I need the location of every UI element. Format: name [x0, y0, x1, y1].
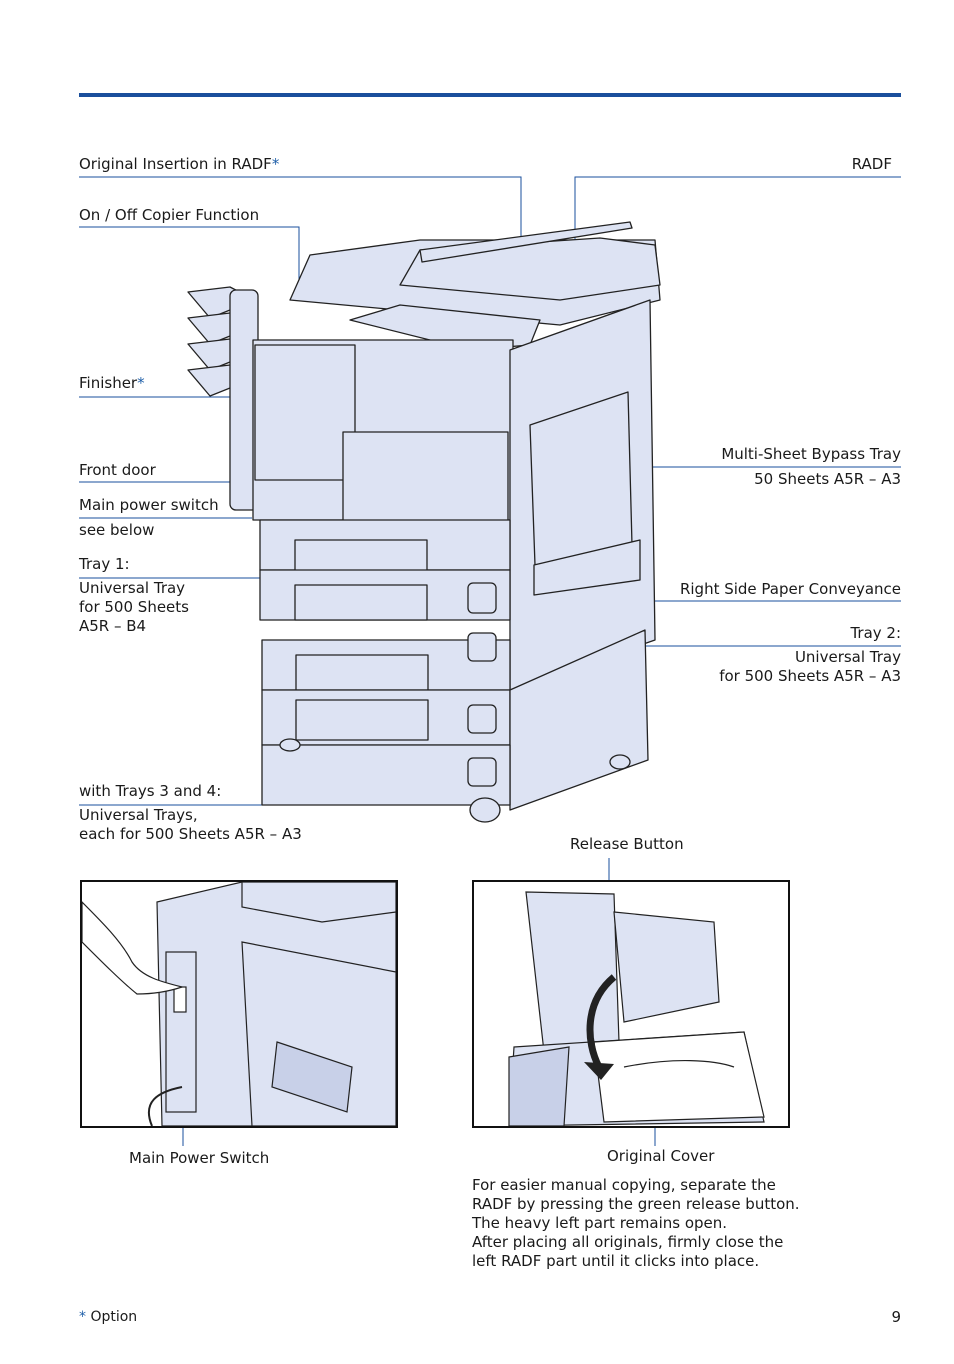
label-front-door: Front door	[79, 461, 156, 479]
copier-illustration	[187, 221, 661, 823]
label-trays34-title: with Trays 3 and 4:	[79, 782, 222, 800]
header-rule	[79, 93, 901, 97]
label-tray2-title: Tray 2:	[850, 624, 901, 642]
label-radf: RADF	[851, 155, 892, 173]
main-power-switch-illustration	[80, 880, 398, 1128]
label-tray1-desc: Universal Tray for 500 Sheets A5R – B4	[79, 579, 189, 635]
caption-main-power-switch: Main Power Switch	[129, 1149, 270, 1167]
footer-option-note: * Option	[79, 1309, 138, 1325]
label-right-side: Right Side Paper Conveyance	[679, 580, 901, 598]
label-bypass-title: Multi-Sheet Bypass Tray	[721, 445, 901, 463]
label-original-insertion: Original Insertion in RADF*	[79, 155, 280, 173]
label-tray1-title: Tray 1:	[79, 555, 130, 573]
label-release-button: Release Button	[570, 835, 684, 853]
instruction-paragraph: For easier manual copying, separate the …	[472, 1176, 800, 1270]
caption-original-cover: Original Cover	[607, 1147, 715, 1165]
label-finisher: Finisher*	[79, 374, 145, 392]
label-see-below: see below	[79, 521, 155, 539]
label-tray2-desc: Universal Tray for 500 Sheets A5R – A3	[719, 648, 901, 685]
radf-open-illustration	[472, 880, 790, 1128]
label-on-off: On / Off Copier Function	[79, 206, 260, 224]
label-main-power-switch: Main power switch	[79, 496, 219, 514]
label-bypass-desc: 50 Sheets A5R – A3	[754, 470, 901, 488]
page-number: 9	[891, 1308, 901, 1326]
label-trays34-desc: Universal Trays, each for 500 Sheets A5R…	[79, 806, 302, 843]
